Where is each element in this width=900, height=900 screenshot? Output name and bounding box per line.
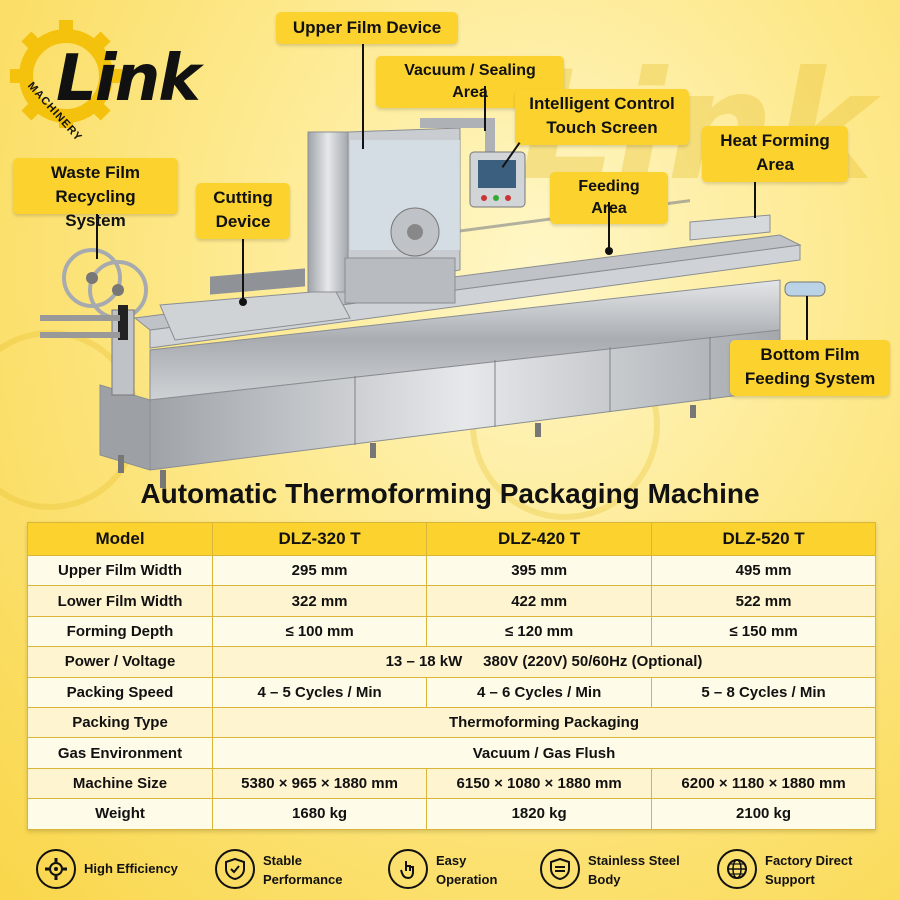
thermoforming-machine-illustration bbox=[40, 118, 826, 488]
table-row: Machine Size 5380 × 965 × 1880 mm 6150 ×… bbox=[27, 767, 876, 800]
table-row: Packing Type Thermoforming Packaging bbox=[27, 706, 876, 739]
callout-waste-film-recycling: Waste Film Recycling System bbox=[13, 158, 178, 230]
table-cell: 295 mm bbox=[211, 554, 428, 587]
row-label: Lower Film Width bbox=[27, 585, 213, 617]
page-title: Automatic Thermoforming Packaging Machin… bbox=[140, 478, 760, 509]
table-row: Lower Film Width 322 mm 422 mm 522 mm bbox=[27, 585, 876, 617]
callout-bottom-film-feeding: Bottom Film Feeding System bbox=[730, 340, 890, 396]
spec-table: Model DLZ-320 T DLZ-420 T DLZ-520 T Uppe… bbox=[27, 522, 876, 830]
header-cell: Model bbox=[27, 522, 213, 556]
callout-heat-forming-area: Heat Forming Area bbox=[702, 126, 848, 182]
header-cell: DLZ-320 T bbox=[211, 522, 428, 556]
row-label: Weight bbox=[27, 798, 213, 830]
table-header-row: Model DLZ-320 T DLZ-420 T DLZ-520 T bbox=[27, 522, 876, 556]
feature-high-efficiency: High Efficiency bbox=[36, 847, 196, 893]
table-cell: 6150 × 1080 × 1880 mm bbox=[426, 767, 653, 800]
brand-logo: Link MACHINERY bbox=[8, 18, 238, 144]
leader-line bbox=[608, 202, 610, 250]
leader-line bbox=[806, 296, 808, 340]
callout-upper-film-device: Upper Film Device bbox=[276, 12, 458, 44]
feature-label: Factory Direct Support bbox=[765, 853, 853, 887]
row-label: Power / Voltage bbox=[27, 646, 213, 678]
feature-stable-performance: Stable Performance bbox=[215, 847, 375, 893]
leader-line bbox=[484, 86, 486, 131]
table-row: Power / Voltage 13 – 18 kW 380V (220V) 5… bbox=[27, 646, 876, 678]
table-cell: Thermoforming Packaging bbox=[212, 706, 876, 739]
feature-stainless-steel-body: Stainless Steel Body bbox=[540, 847, 705, 893]
table-row: Upper Film Width 295 mm 395 mm 495 mm bbox=[27, 554, 876, 587]
table-cell: 4 – 6 Cycles / Min bbox=[426, 676, 653, 708]
table-cell: 522 mm bbox=[651, 585, 876, 617]
leader-dot bbox=[605, 247, 613, 255]
feature-factory-direct-support: Factory Direct Support bbox=[717, 847, 877, 893]
leader-dot bbox=[239, 298, 247, 306]
table-cell: 1680 kg bbox=[211, 798, 428, 830]
table-cell: 495 mm bbox=[651, 554, 876, 587]
feature-easy-operation: Easy Operation bbox=[388, 847, 528, 893]
table-cell: 5380 × 965 × 1880 mm bbox=[211, 767, 428, 800]
table-cell: 395 mm bbox=[426, 554, 653, 587]
row-label: Machine Size bbox=[27, 767, 213, 800]
leader-line bbox=[96, 214, 98, 259]
gear-logo-icon bbox=[10, 20, 122, 128]
feature-bar: High Efficiency Stable Performance Easy … bbox=[0, 840, 900, 900]
header-cell: DLZ-520 T bbox=[651, 522, 876, 556]
table-cell: 4 – 5 Cycles / Min bbox=[211, 676, 428, 708]
table-cell: 1820 kg bbox=[426, 798, 653, 830]
touch-hand-icon bbox=[388, 849, 428, 889]
table-cell: Vacuum / Gas Flush bbox=[212, 737, 876, 769]
row-label: Upper Film Width bbox=[27, 554, 213, 587]
table-cell: ≤ 120 mm bbox=[426, 615, 653, 648]
shield-layers-icon bbox=[540, 849, 580, 889]
leader-line bbox=[242, 239, 244, 301]
table-row: Weight 1680 kg 1820 kg 2100 kg bbox=[27, 798, 876, 830]
table-cell: 422 mm bbox=[426, 585, 653, 617]
table-cell: ≤ 150 mm bbox=[651, 615, 876, 648]
table-cell: ≤ 100 mm bbox=[211, 615, 428, 648]
header-cell: DLZ-420 T bbox=[426, 522, 653, 556]
feature-label: Stable Performance bbox=[263, 853, 343, 887]
row-label: Forming Depth bbox=[27, 615, 213, 648]
table-cell: 13 – 18 kW 380V (220V) 50/60Hz (Optional… bbox=[212, 646, 876, 678]
feature-label: High Efficiency bbox=[84, 861, 178, 876]
table-row: Forming Depth ≤ 100 mm ≤ 120 mm ≤ 150 mm bbox=[27, 615, 876, 648]
row-label: Packing Type bbox=[27, 706, 213, 739]
row-label: Packing Speed bbox=[27, 676, 213, 708]
callout-control-touch-screen: Intelligent Control Touch Screen bbox=[515, 89, 689, 145]
row-label: Gas Environment bbox=[27, 737, 213, 769]
callout-cutting-device: Cutting Device bbox=[196, 183, 290, 239]
table-row: Packing Speed 4 – 5 Cycles / Min 4 – 6 C… bbox=[27, 676, 876, 708]
brand-name: Link bbox=[56, 42, 201, 116]
table-cell: 322 mm bbox=[211, 585, 428, 617]
feature-label: Easy Operation bbox=[436, 853, 498, 887]
gear-icon bbox=[36, 849, 76, 889]
table-row: Gas Environment Vacuum / Gas Flush bbox=[27, 737, 876, 769]
leader-line bbox=[754, 182, 756, 218]
table-cell: 5 – 8 Cycles / Min bbox=[651, 676, 876, 708]
table-cell: 6200 × 1180 × 1880 mm bbox=[651, 767, 876, 800]
leader-line bbox=[362, 44, 364, 149]
feature-label: Stainless Steel Body bbox=[588, 853, 680, 887]
globe-icon bbox=[717, 849, 757, 889]
shield-check-icon bbox=[215, 849, 255, 889]
table-cell: 2100 kg bbox=[651, 798, 876, 830]
